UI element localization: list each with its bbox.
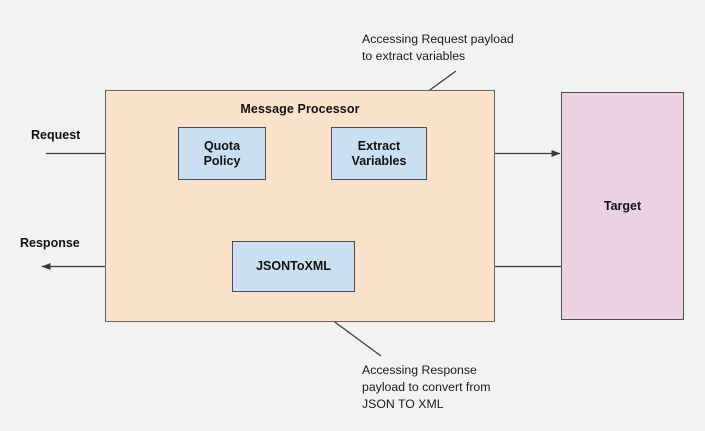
quota-policy-node[interactable]: Quota Policy — [178, 127, 266, 180]
response-annotation-text: Accessing Response payload to convert fr… — [362, 362, 491, 413]
response-annotation-line1: Accessing Response — [362, 363, 477, 377]
jsontoxml-label: JSONToXML — [256, 259, 331, 274]
extract-variables-label-line2: Variables — [351, 153, 407, 168]
response-annotation-line2: payload to convert from — [362, 379, 491, 394]
target-node[interactable]: Target — [561, 92, 684, 320]
extract-variables-label-line1: Extract — [357, 138, 401, 153]
extract-variables-label: Extract Variables — [352, 139, 407, 169]
quota-policy-label-line2: Policy — [203, 153, 241, 168]
quota-policy-label: Quota Policy — [204, 139, 241, 169]
response-annotation-line3: JSON TO XML — [362, 396, 444, 411]
request-annotation-line2: to extract variables — [362, 48, 466, 63]
request-annotation-text: Accessing Request payload to extract var… — [362, 31, 514, 65]
extract-variables-node[interactable]: Extract Variables — [331, 127, 427, 180]
message-processor-label: Message Processor — [240, 102, 360, 116]
target-label: Target — [603, 198, 642, 213]
request-annotation-line1: Accessing Request payload — [362, 32, 514, 46]
request-flow-label: Request — [31, 128, 81, 142]
response-flow-label: Response — [20, 236, 80, 250]
jsontoxml-node[interactable]: JSONToXML — [232, 241, 355, 292]
quota-policy-label-line1: Quota — [203, 138, 241, 153]
